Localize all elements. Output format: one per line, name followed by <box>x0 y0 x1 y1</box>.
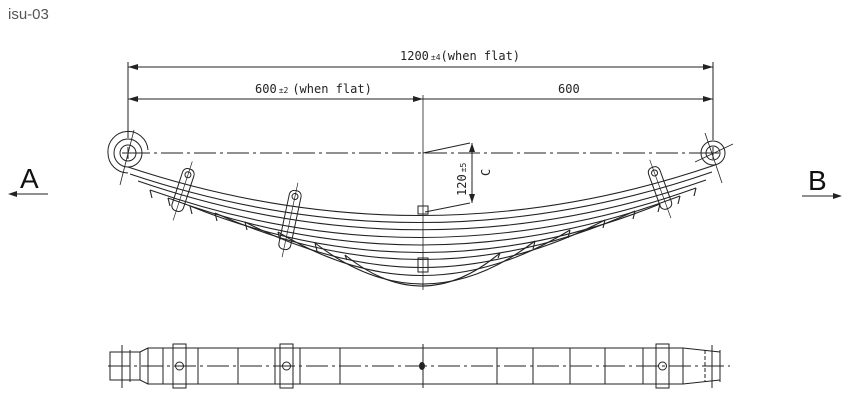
view-label-b: B <box>808 165 827 196</box>
view-arrow-a <box>8 191 48 197</box>
spring-leaves <box>127 164 716 287</box>
rebound-clip-right <box>647 159 673 219</box>
right-half-label: 600 <box>558 82 580 96</box>
view-label-a: A <box>20 163 39 194</box>
camber-leader-top <box>422 142 471 154</box>
camber-leader-bottom <box>424 202 471 213</box>
camber-symbol: C <box>479 169 493 176</box>
center-bolt <box>417 205 429 273</box>
camber-label: 120±5 <box>455 162 469 196</box>
view-arrow-b <box>802 193 842 199</box>
rebound-clip-left-outer <box>171 161 195 221</box>
drawing-title: isu-03 <box>8 6 49 23</box>
rebound-clip-left-inner <box>278 182 302 258</box>
left-spring-eye <box>107 129 149 186</box>
left-half-label: 600±2(when flat) <box>255 82 372 96</box>
overall-length-label: 1200±4(when flat) <box>400 49 520 63</box>
right-spring-eye <box>694 132 734 184</box>
plan-view <box>108 343 730 389</box>
